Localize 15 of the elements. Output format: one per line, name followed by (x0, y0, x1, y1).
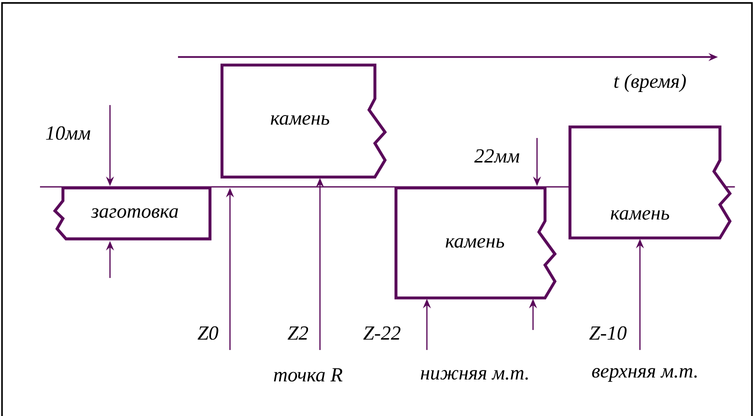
axis-label: 22мм (474, 149, 520, 163)
stone-box: камень (568, 125, 732, 240)
axis-label: Z-10 (589, 326, 627, 340)
node-label: камень (610, 210, 670, 220)
axis-label: Z-22 (363, 326, 400, 340)
stone-box: камень (220, 64, 387, 179)
stone-box: камень (394, 186, 557, 300)
axis-label: точка R (274, 368, 342, 382)
axis-label: Z2 (288, 326, 308, 340)
axis-label: t (время) (614, 74, 686, 92)
axis-label: верхняя м.т. (592, 368, 697, 382)
axis-label: нижняя м.т. (420, 370, 528, 380)
stone-box: заготовка (52, 186, 212, 240)
axis-label: 10мм (46, 126, 90, 140)
axis-label: Z0 (198, 326, 218, 340)
